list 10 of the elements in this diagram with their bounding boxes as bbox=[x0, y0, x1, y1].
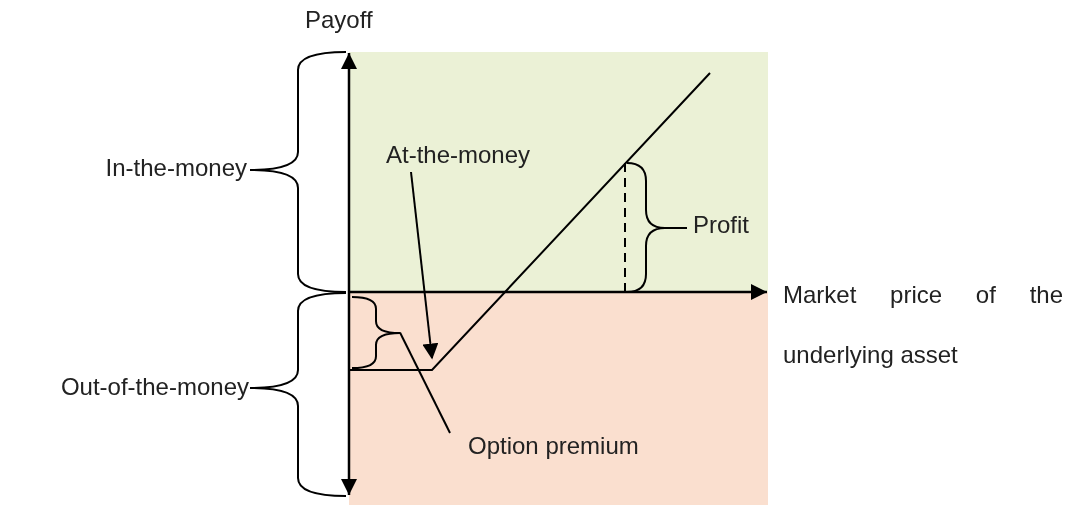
bracket bbox=[351, 296, 401, 369]
axis-title: Market price of the underlying asset bbox=[783, 280, 1063, 370]
leader-line bbox=[399, 331, 451, 434]
bracket-label: In-the-money bbox=[105, 153, 247, 183]
callout-label: Option premium bbox=[468, 431, 639, 461]
axis-title: Payoff bbox=[305, 5, 373, 35]
bracket-label: Out-of-the-money bbox=[60, 372, 249, 402]
arrow bbox=[410, 171, 439, 360]
callout-label: At-the-money bbox=[386, 140, 531, 170]
bracket-label: Profit bbox=[693, 210, 749, 240]
